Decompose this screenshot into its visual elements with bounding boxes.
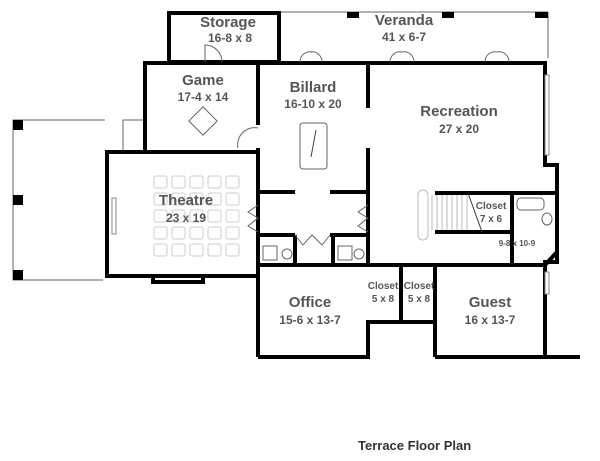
- theatre-seat: [153, 192, 168, 206]
- closet-a-size: 5 x 8: [372, 294, 395, 305]
- theatre-seat: [207, 226, 222, 240]
- closet-stair-name: Closet: [476, 201, 507, 212]
- recreation-size: 27 x 20: [439, 122, 479, 136]
- theatre-seat: [189, 226, 204, 240]
- theatre-seat: [153, 243, 168, 257]
- theatre-seat: [153, 209, 168, 223]
- guest-size: 16 x 13-7: [465, 313, 516, 327]
- plan-title: Terrace Floor Plan: [358, 438, 471, 453]
- bath-fixtures: [262, 197, 553, 261]
- office-name: Office: [289, 294, 332, 311]
- theatre-seat: [225, 226, 240, 240]
- pool-table: [299, 122, 328, 170]
- guest-name: Guest: [469, 294, 512, 311]
- storage-name: Storage: [200, 14, 256, 31]
- theatre-seat: [189, 209, 204, 223]
- theatre-seat: [171, 243, 186, 257]
- theatre-seat: [207, 243, 222, 257]
- bath-size: 9-8 x 10-9: [499, 239, 536, 248]
- theatre-seat: [171, 226, 186, 240]
- theatre-seat: [171, 175, 186, 189]
- pillar: [13, 270, 23, 280]
- veranda-name: Veranda: [375, 12, 434, 29]
- theatre-seat: [225, 209, 240, 223]
- theatre-name: Theatre: [159, 192, 213, 209]
- theatre-seat: [207, 192, 222, 206]
- theatre-seat: [225, 192, 240, 206]
- game-name: Game: [182, 72, 224, 89]
- stairs: [417, 189, 483, 241]
- closet-a-name: Closet: [368, 281, 399, 292]
- game-table: [188, 106, 218, 136]
- theatre-seat: [189, 243, 204, 257]
- closet-b-size: 5 x 8: [408, 294, 431, 305]
- theatre-seat: [153, 226, 168, 240]
- pillar: [13, 120, 23, 130]
- closet-b-name: Closet: [404, 281, 435, 292]
- veranda-size: 41 x 6-7: [382, 30, 426, 44]
- billard-size: 16-10 x 20: [284, 97, 342, 111]
- theatre-size: 23 x 19: [166, 211, 206, 225]
- theatre-seat: [207, 209, 222, 223]
- pillar: [13, 195, 23, 205]
- recreation-name: Recreation: [420, 103, 498, 120]
- game-size: 17-4 x 14: [178, 90, 229, 104]
- theatre-seat: [171, 209, 186, 223]
- theatre-seat: [225, 175, 240, 189]
- theatre-seat: [171, 192, 186, 206]
- closet-stair-size: 7 x 6: [480, 214, 503, 225]
- theatre-seat: [153, 175, 168, 189]
- storage-size: 16-8 x 8: [208, 31, 252, 45]
- patio: [12, 119, 146, 281]
- theatre-seat: [225, 243, 240, 257]
- theatre-seat: [189, 192, 204, 206]
- theatre-seat: [207, 175, 222, 189]
- theatre-seats: [153, 175, 240, 257]
- billard-name: Billard: [290, 79, 337, 96]
- doors: [111, 44, 550, 295]
- theatre-seat: [189, 175, 204, 189]
- office-size: 15-6 x 13-7: [279, 313, 341, 327]
